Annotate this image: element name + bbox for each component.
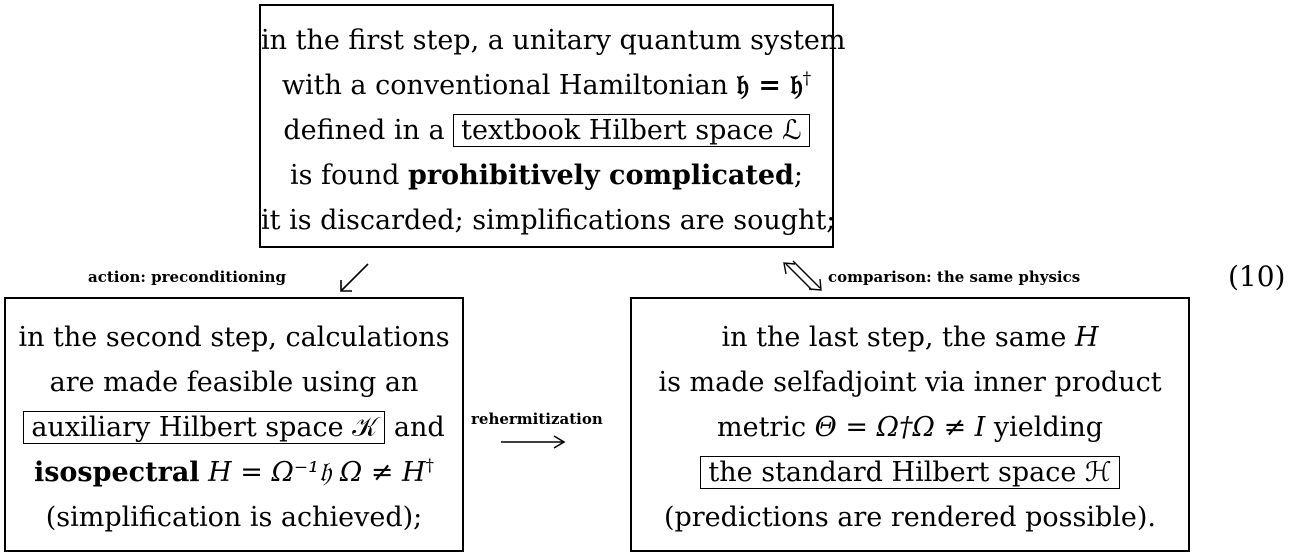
equation-number: (10): [1228, 260, 1286, 293]
auxiliary-space-box: auxiliary Hilbert space 𝒦: [23, 411, 386, 444]
top-line-5: it is discarded; simplifications are sou…: [261, 205, 836, 236]
right-line-3: metric Θ = Ω†Ω ≠ I yielding: [716, 412, 1104, 443]
top-line-4: is found prohibitively complicated;: [289, 160, 804, 191]
right-line-1: in the last step, the same H: [721, 322, 1099, 353]
comparison-label: comparison: the same physics: [828, 268, 1081, 286]
bidirectional-arrow: [783, 260, 822, 291]
left-line-2: are made feasible using an: [49, 367, 419, 398]
left-line-4: isospectral H = Ω⁻¹𝔥 Ω ≠ H†: [33, 456, 435, 488]
rehermitization-label: rehermitization: [471, 410, 603, 428]
down-left-arrow: [340, 263, 369, 292]
textbook-space-box: textbook Hilbert space ℒ: [453, 114, 810, 147]
left-line-5: (simplification is achieved);: [45, 502, 423, 533]
left-line-3: auxiliary Hilbert space 𝒦 and: [6, 405, 462, 450]
left-box: in the second step, calculations are mad…: [4, 297, 464, 552]
standard-space-box: the standard Hilbert space ℋ: [700, 456, 1120, 489]
top-line-3: defined in a textbook Hilbert space ℒ: [261, 108, 832, 153]
right-line-2: is made selfadjoint via inner product: [658, 367, 1162, 398]
top-box: in the first step, a unitary quantum sys…: [259, 4, 846, 248]
top-line-2: with a conventional Hamiltonian 𝔥 = 𝔥†: [281, 69, 812, 101]
top-line-1: in the first step, a unitary quantum sys…: [261, 25, 846, 56]
action-label: action: preconditioning: [88, 268, 286, 286]
right-line-5: (predictions are rendered possible).: [663, 502, 1157, 533]
right-box: in the last step, the same H is made sel…: [630, 297, 1190, 552]
right-line-4: the standard Hilbert space ℋ: [632, 450, 1188, 495]
right-arrow: [501, 435, 566, 449]
left-line-1: in the second step, calculations: [18, 322, 450, 353]
